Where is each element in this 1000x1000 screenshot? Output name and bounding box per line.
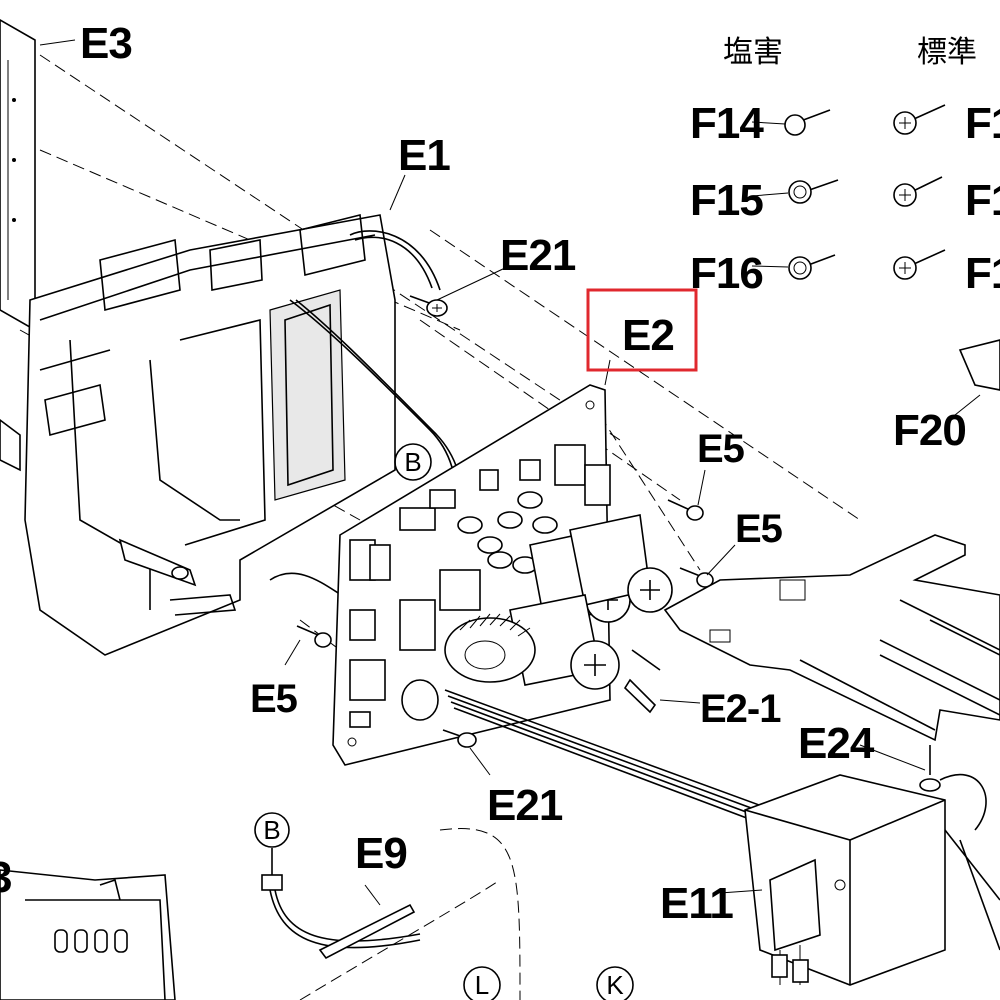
label-e3-partial: 3 <box>0 853 11 902</box>
label-e24: E24 <box>798 719 875 768</box>
marker-b-bottom: B <box>263 815 280 845</box>
e2-pcb <box>332 384 801 839</box>
label-e5-left: E5 <box>250 677 298 721</box>
label-e5-right-mid: E5 <box>735 507 783 551</box>
label-f15: F15 <box>690 176 763 225</box>
e1-housing <box>24 214 464 656</box>
circled-markers: B B L K <box>263 443 634 1000</box>
highlight-box-e2 <box>586 288 698 372</box>
mounting-plate <box>663 534 1000 742</box>
label-e2-1: E2-1 <box>700 687 781 731</box>
label-e11: E11 <box>660 879 733 928</box>
screw-legend <box>751 104 946 280</box>
label-e2: E2 <box>622 311 674 360</box>
label-e3: E3 <box>80 19 132 68</box>
label-e9: E9 <box>355 829 407 878</box>
label-f-std-3: F1 <box>965 249 1000 298</box>
e11-transformer <box>719 773 1000 986</box>
marker-k: K <box>606 970 624 1000</box>
label-f14: F14 <box>690 99 764 148</box>
leader-lines <box>39 39 926 776</box>
screws <box>296 295 941 792</box>
header-col2: 標準 <box>917 35 977 70</box>
label-f16: F16 <box>690 249 763 298</box>
label-e21-top: E21 <box>500 231 576 280</box>
e9-cable <box>254 812 521 1000</box>
header-col1: 塩害 <box>723 35 783 70</box>
label-f-std-1: F1 <box>965 99 1000 148</box>
e3-panel <box>0 19 36 472</box>
label-e5-right-top: E5 <box>697 427 745 471</box>
e2-1-fuse <box>623 649 701 714</box>
bottom-frame <box>0 869 176 1000</box>
label-e21-bottom: E21 <box>487 781 563 830</box>
label-e1: E1 <box>398 131 450 180</box>
marker-l: L <box>475 970 489 1000</box>
label-f-std-2: F1 <box>965 176 1000 225</box>
marker-b-top: B <box>404 447 421 477</box>
f20-part <box>954 339 1000 416</box>
label-f20: F20 <box>893 406 966 455</box>
